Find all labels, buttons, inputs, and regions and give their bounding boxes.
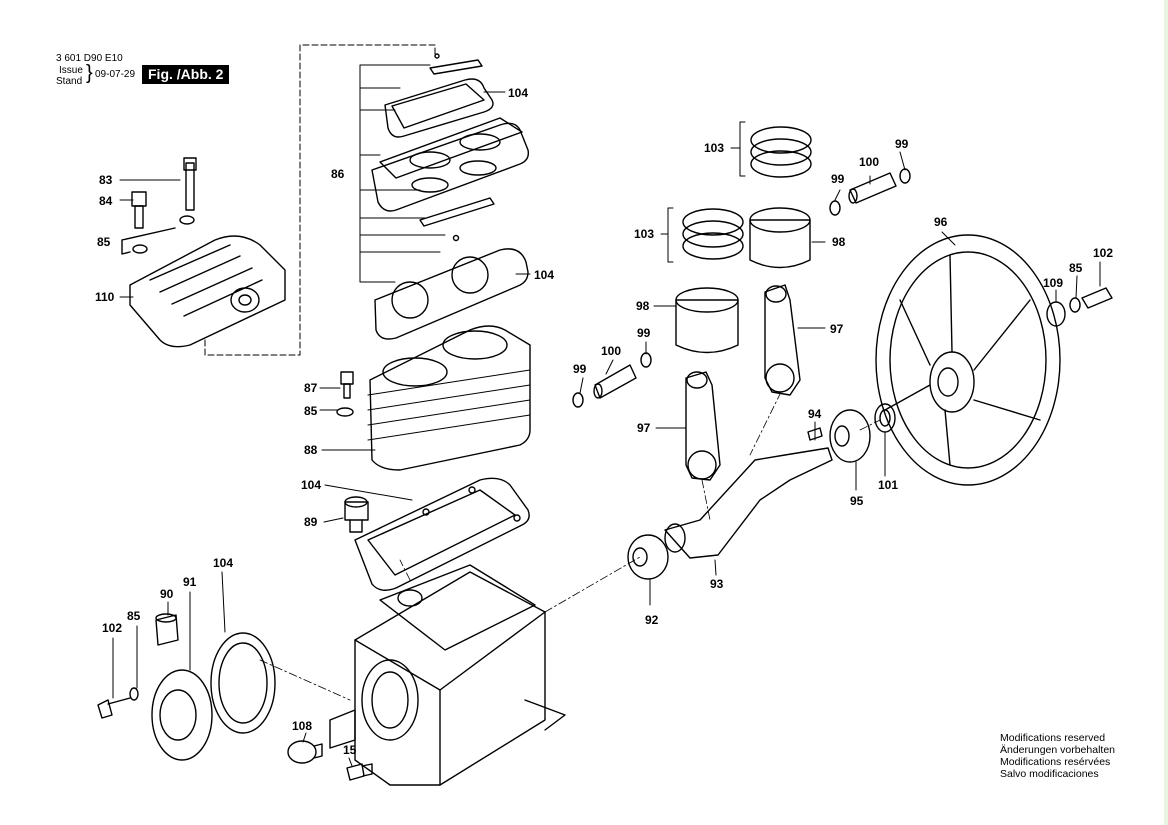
callout-101: 101 bbox=[878, 478, 898, 492]
brace-icon: } bbox=[86, 62, 93, 84]
callout-104b: 104 bbox=[534, 268, 554, 282]
callout-15: 15 bbox=[343, 743, 357, 757]
callout-99d: 99 bbox=[573, 362, 587, 376]
callout-87: 87 bbox=[304, 381, 318, 395]
callout-90: 90 bbox=[160, 587, 174, 601]
callout-104d: 104 bbox=[213, 556, 233, 570]
callout-100a: 100 bbox=[859, 155, 879, 169]
callout-102b: 102 bbox=[102, 621, 122, 635]
callout-95: 95 bbox=[850, 494, 864, 508]
callout-85c: 85 bbox=[1069, 261, 1083, 275]
callout-98b: 98 bbox=[636, 299, 650, 313]
issue-date: 09-07-29 bbox=[95, 69, 136, 80]
callout-86: 86 bbox=[331, 167, 345, 181]
callout-109: 109 bbox=[1043, 276, 1063, 290]
callout-93: 93 bbox=[710, 577, 724, 591]
callout-99c: 99 bbox=[637, 326, 651, 340]
callout-108: 108 bbox=[292, 719, 312, 733]
figure-tag: Fig. /Abb. 2 bbox=[142, 65, 230, 84]
callout-102a: 102 bbox=[1093, 246, 1113, 260]
callout-100b: 100 bbox=[601, 344, 621, 358]
modification-notes: Modifications reserved Änderungen vorbeh… bbox=[1000, 732, 1115, 780]
doc-number: 3 601 D90 E10 bbox=[56, 53, 123, 64]
callout-94: 94 bbox=[808, 407, 822, 421]
callout-97a: 97 bbox=[830, 322, 844, 336]
note-fr: Modifications resérvées bbox=[1000, 756, 1111, 768]
callout-85b: 85 bbox=[304, 404, 318, 418]
stand-label: Stand bbox=[56, 76, 83, 87]
callout-99b: 99 bbox=[831, 172, 845, 186]
callout-83: 83 bbox=[99, 173, 113, 187]
callout-92: 92 bbox=[645, 613, 659, 627]
callout-103a: 103 bbox=[704, 141, 724, 155]
callout-99a: 99 bbox=[895, 137, 909, 151]
issue-label: Issue bbox=[59, 65, 83, 76]
edge-strip bbox=[1164, 0, 1168, 825]
callout-96: 96 bbox=[934, 215, 948, 229]
callout-85a: 85 bbox=[97, 235, 111, 249]
note-en: Modifications reserved bbox=[1000, 732, 1106, 744]
callout-104a: 104 bbox=[508, 86, 528, 100]
callout-103b: 103 bbox=[634, 227, 654, 241]
callout-91: 91 bbox=[183, 575, 197, 589]
callout-85d: 85 bbox=[127, 609, 141, 623]
note-es: Salvo modificaciones bbox=[1000, 768, 1099, 780]
callout-labels: 104 104 104 104 86 83 84 85 110 87 85 88 89 103 103 98 9… bbox=[95, 86, 1113, 757]
callout-98a: 98 bbox=[832, 235, 846, 249]
callout-84: 84 bbox=[99, 194, 113, 208]
callout-110: 110 bbox=[95, 290, 115, 304]
callout-97b: 97 bbox=[637, 421, 651, 435]
callout-104c: 104 bbox=[301, 478, 321, 492]
note-de: Änderungen vorbehalten bbox=[1000, 744, 1116, 756]
callout-88: 88 bbox=[304, 443, 318, 457]
callout-89: 89 bbox=[304, 515, 318, 529]
